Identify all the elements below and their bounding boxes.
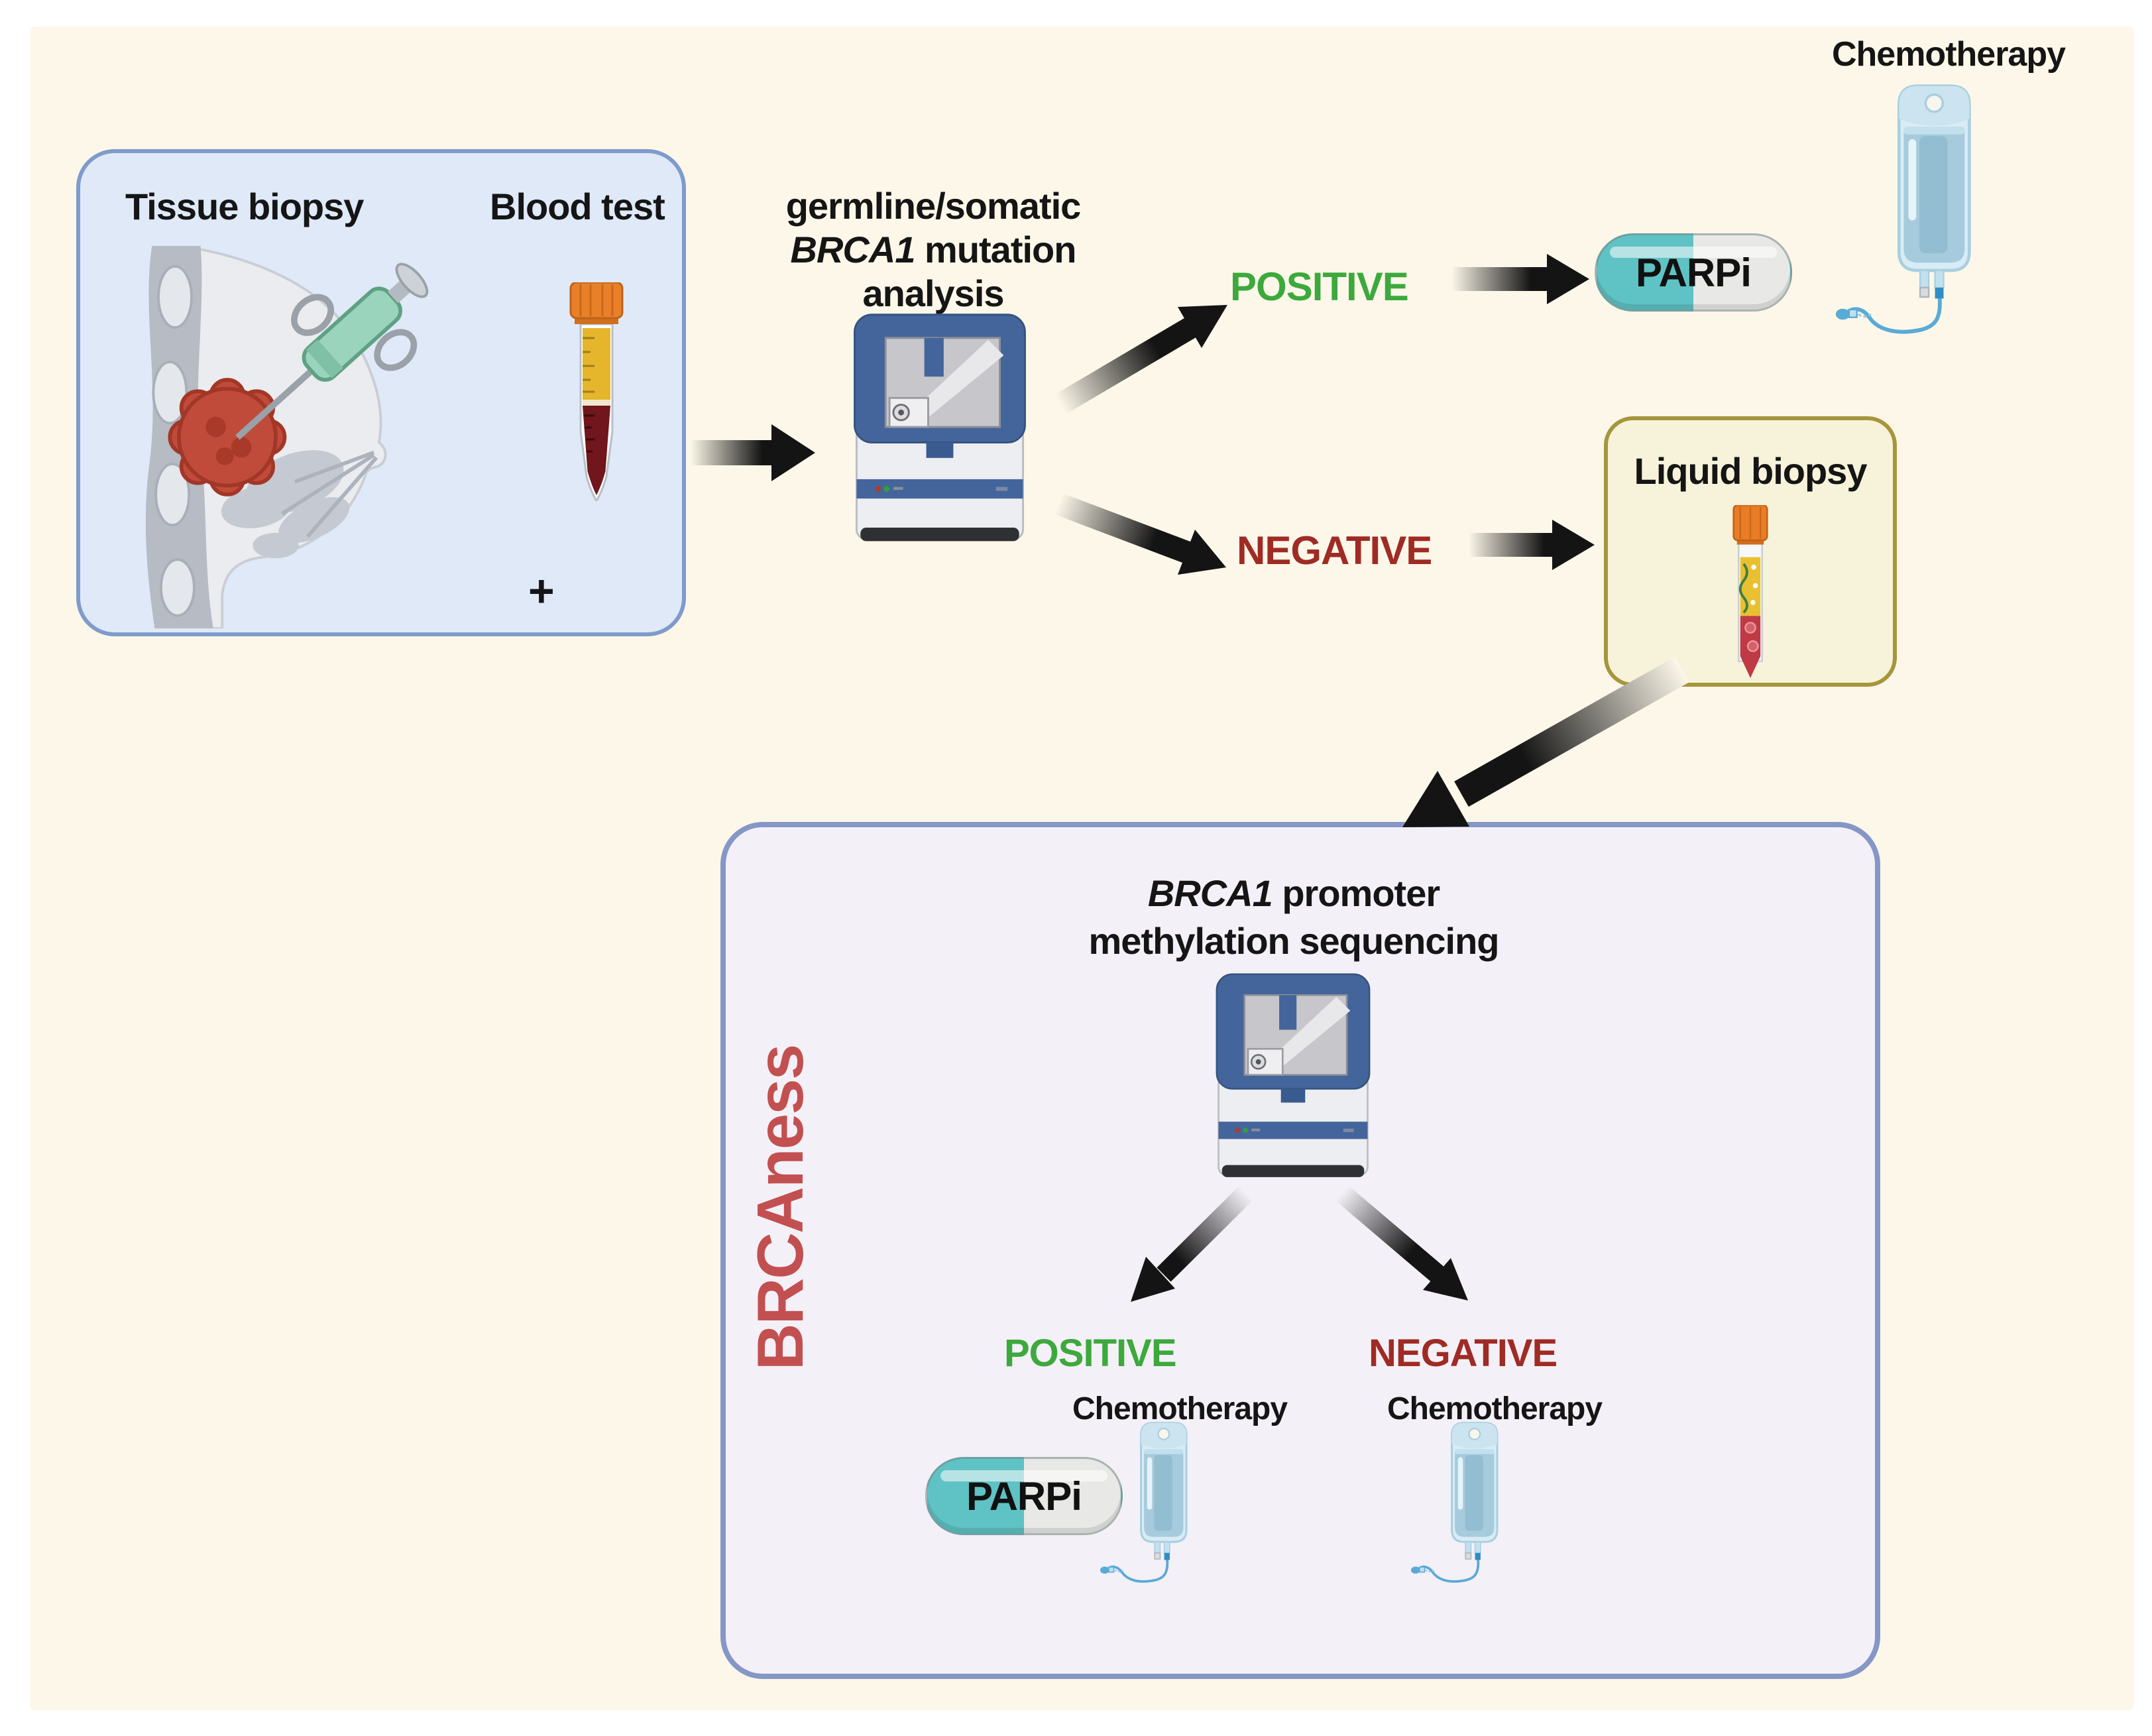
negative-label-top: NEGATIVE <box>1237 528 1432 573</box>
iv-bag-icon <box>1099 1421 1188 1583</box>
specimen-panel: Tissue biopsy Blood test + <box>76 149 686 636</box>
methylation-title: BRCA1 promoter methylation sequencing <box>1088 872 1500 962</box>
blood-tube-icon <box>569 282 624 501</box>
liquid-biopsy-tube-icon <box>1732 505 1768 678</box>
chemotherapy-label-left: Chemotherapy <box>1072 1391 1288 1426</box>
positive-label-top: POSITIVE <box>1230 264 1409 309</box>
biopsy-needle-icon <box>235 262 429 440</box>
blood-test-label: Blood test <box>490 186 665 227</box>
brcaness-label: BRCAness <box>743 1045 817 1371</box>
chemotherapy-label-top: Chemotherapy <box>1831 35 2066 74</box>
sequencer-icon <box>854 314 1026 542</box>
liquid-biopsy-title: Liquid biopsy <box>1634 450 1868 492</box>
gene-name-italic: BRCA1 <box>1147 872 1273 914</box>
tumor-icon <box>168 378 287 496</box>
negative-label-bottom: NEGATIVE <box>1369 1332 1557 1375</box>
iv-bag-icon <box>1829 78 1993 336</box>
parpi-capsule: PARPi <box>1595 233 1792 312</box>
breast-biopsy-icon <box>145 246 429 628</box>
liquid-biopsy-panel: Liquid biopsy <box>1604 416 1897 687</box>
iv-bag-icon <box>1410 1421 1499 1583</box>
positive-label-bottom: POSITIVE <box>1004 1332 1177 1375</box>
parpi-capsule: PARPi <box>925 1457 1123 1535</box>
gene-name-italic: BRCA1 <box>790 229 916 270</box>
plus-sign: + <box>528 566 555 616</box>
chemotherapy-label-right: Chemotherapy <box>1387 1391 1603 1426</box>
brcaness-panel <box>720 822 1880 1679</box>
sequencer-icon <box>1216 973 1371 1177</box>
tissue-biopsy-label: Tissue biopsy <box>125 186 364 227</box>
mutation-analysis-title: germline/somatic BRCA1 mutation analysis <box>785 185 1082 314</box>
